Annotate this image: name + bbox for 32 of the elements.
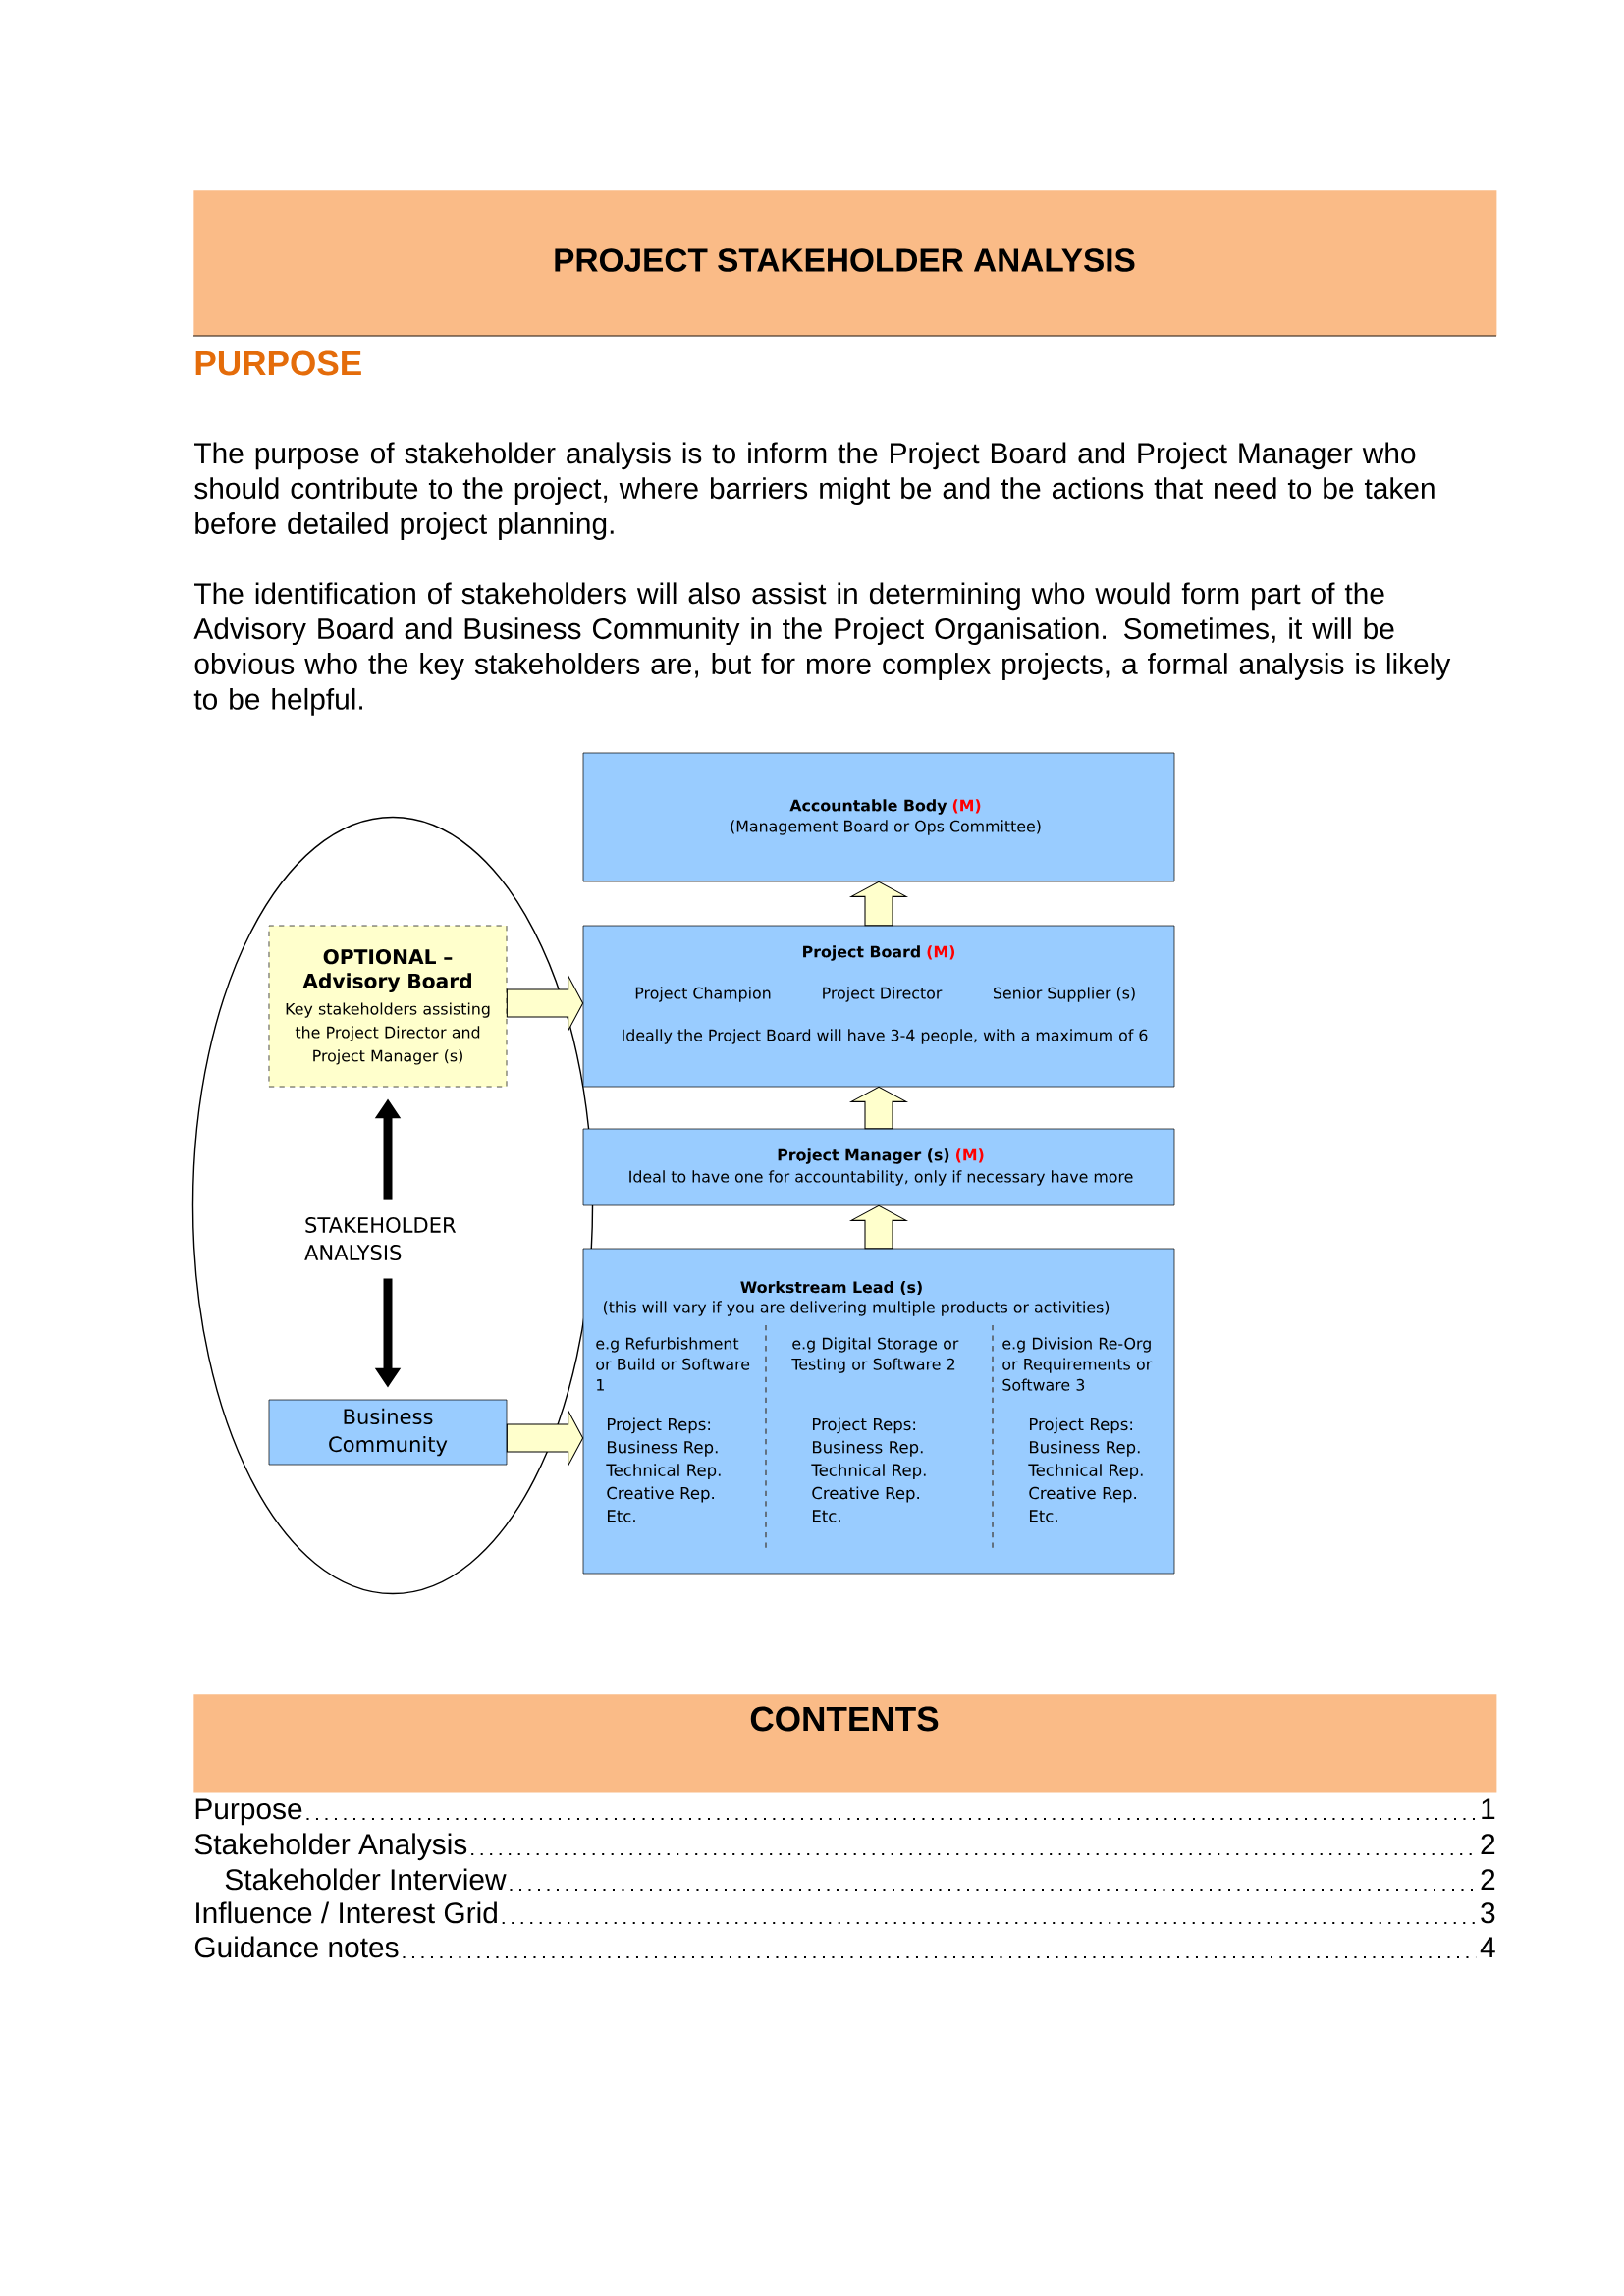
process-box: Business Community [268, 1399, 508, 1466]
toc-entry: Guidance notes 4 [194, 1936, 1495, 1958]
process-box: Workstream Lead (s) (this will vary if you are delivering multiple products or activities) e.g Refurbishment or Build or Software 1 Project Reps: Business Rep. Technical Rep. Creative Rep. Etc. e.g Digital Storage or Testing or Software 2 Project Reps: Business Rep. Technical Rep. Creative Rep. Etc. e.g Division Re-Org or Requirements or Software 3 Project Reps: Business Rep. Technical Rep. Creative Rep. Etc. [582, 1248, 1175, 1575]
block-arrow [506, 1408, 584, 1468]
label: 3 [1481, 1902, 1495, 1924]
toc-entry: Stakeholder Interview 2 [225, 1868, 1495, 1891]
center-label: STAKEHOLDER ANALYSIS [304, 1217, 457, 1261]
label: 4 [1480, 1937, 1495, 1958]
section-band: CONTENTS [193, 1694, 1497, 1793]
toc-entry: Stakeholder Analysis 2 [194, 1833, 1495, 1861]
process-box: Project Board (M) Project Champion Project Director Senior Supplier (s) Ideally the Project Board will have 3-4 people, with a maximum of 6 [582, 925, 1175, 1088]
toc-entry: Purpose 1 [195, 1798, 1495, 1826]
block-arrow [848, 881, 909, 927]
label: Stakeholder Analysis [194, 1833, 467, 1861]
process-box: Project Manager (s) (M) Ideal to have one for accountability, only if necessary have more [582, 1128, 1175, 1206]
label: 1 [1482, 1798, 1495, 1820]
block-arrow [848, 1086, 909, 1130]
label: Guidance notes [194, 1936, 399, 1958]
label: 2 [1481, 1834, 1495, 1855]
paragraph: The identification of stakeholders will also assist in determining who would form part of the Advisory Board and Business Community in the Project Organisation. Sometimes, it will be obvious who the key stakeholders are, but for more complex projects, a formal analysis is likely to be helpful. [193, 582, 1451, 716]
label: Stakeholder Interview [225, 1868, 507, 1891]
label: 2 [1481, 1869, 1495, 1891]
process-box: OPTIONAL – Advisory Board Key stakeholders assisting the Project Director and Project Manager (s) [268, 925, 508, 1088]
section-heading: PURPOSE [195, 350, 361, 376]
block-arrow [506, 973, 584, 1034]
paragraph: The purpose of stakeholder analysis is to inform the Project Board and Project Manager who should contribute to the project, where barriers might be and the actions that need to be taken before detailed project planning. [194, 442, 1435, 540]
block-arrow [848, 1204, 909, 1250]
label: Purpose [195, 1798, 302, 1826]
process-box: Accountable Body (M) (Management Board or Ops Committee) [582, 752, 1175, 882]
label: Influence / Interest Grid [196, 1901, 497, 1924]
title-band: PROJECT STAKEHOLDER ANALYSIS [193, 190, 1497, 337]
toc-entry: Influence / Interest Grid 3 [196, 1901, 1495, 1924]
